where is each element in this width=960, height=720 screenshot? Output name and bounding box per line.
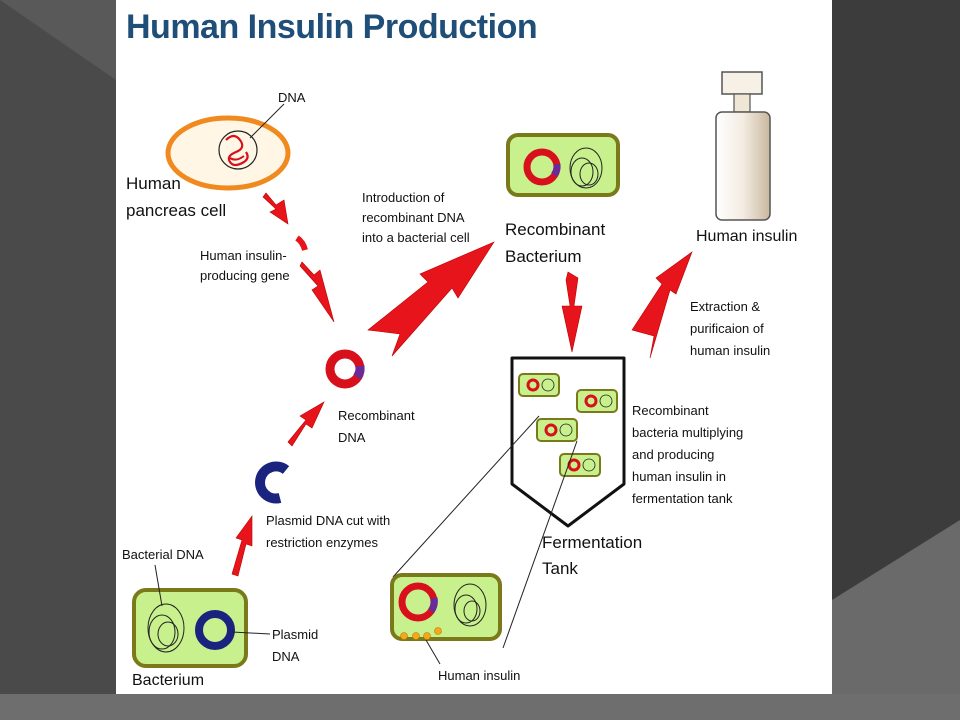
pancreas-cell [165, 103, 291, 191]
tank-bacterium-1 [518, 373, 560, 397]
label-bacterium: Bacterium [132, 672, 205, 689]
label-plasmid-cut: Plasmid DNA cut with restriction enzymes [266, 513, 391, 550]
arrow-cell-to-gene [262, 192, 289, 225]
arrow-to-recombinant-bacterium [367, 241, 495, 357]
label-human-insulin-top: Human insulin [696, 228, 798, 245]
insulin-bottle [715, 71, 771, 221]
tank-bacterium-3 [536, 418, 578, 442]
zoom-lines [392, 415, 578, 649]
recombinant-bacterium-cell [506, 133, 620, 197]
cut-plasmid [255, 461, 290, 504]
label-human-insulin-bottom: Human insulin [438, 668, 521, 683]
label-dna: DNA [278, 90, 306, 105]
label-recombinant-bacterium: Recombinant Bacterium [505, 220, 606, 266]
arrow-cut-to-recombinant [287, 401, 325, 447]
label-introduction: Introduction of recombinant DNA into a b… [362, 190, 470, 245]
arrow-gene-to-recombinant [299, 261, 335, 323]
label-recombinant-dna: Recombinant DNA [338, 408, 415, 445]
label-insulin-gene: Human insulin- producing gene [200, 248, 290, 283]
gene-fragment [295, 235, 308, 251]
label-pancreas-cell: Human pancreas cell [126, 174, 227, 220]
label-plasmid-dna: Plasmid DNA [272, 627, 319, 664]
page-title: Human Insulin Production [126, 8, 538, 46]
enlarged-recombinant-bacterium [390, 573, 502, 665]
label-fermentation-tank: Fermentation Tank [542, 533, 643, 578]
label-recombinant-multiplying: Recombinant bacteria multiplying and pro… [632, 403, 744, 506]
arrow-plasmid-to-cut [231, 515, 253, 577]
arrow-bacterium-to-tank [561, 271, 583, 353]
label-bacterial-dna: Bacterial DNA [122, 547, 204, 562]
label-extraction: Extraction & purificaion of human insuli… [690, 299, 771, 358]
bacterium-cell [132, 564, 271, 668]
arrow-tank-to-insulin [631, 251, 693, 359]
tank-bacterium-2 [576, 389, 618, 413]
fermentation-tank [510, 356, 626, 528]
recombinant-dna-ring [325, 349, 365, 389]
